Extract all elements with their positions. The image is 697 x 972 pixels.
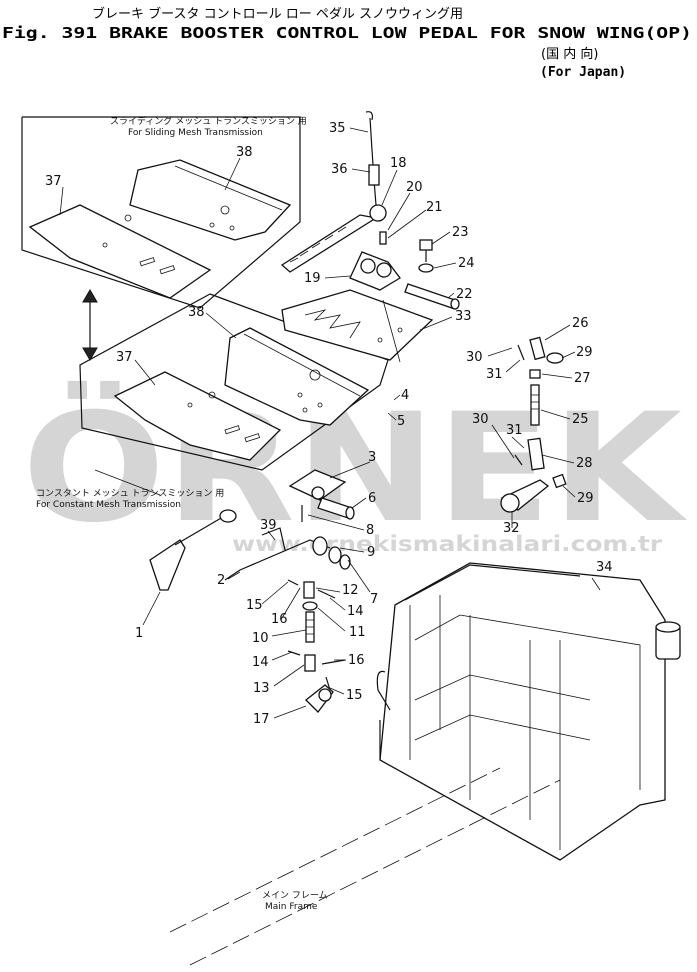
callout-34: 34 [596, 560, 613, 575]
callout-14-bottom: 14 [252, 655, 269, 670]
title-region-jp: (国 内 向) [541, 46, 598, 62]
note-constant-jp: コンスタント メッシュ トランスミッション 用 [36, 488, 224, 499]
callout-3: 3 [368, 450, 376, 465]
callout-21: 21 [426, 200, 443, 215]
callout-20: 20 [406, 180, 423, 195]
callout-38-top: 38 [236, 145, 253, 160]
title-jp: ブレーキ ブースタ コントロール ロー ペダル スノウウィング用 [92, 6, 463, 22]
callout-35: 35 [329, 121, 346, 136]
callout-36: 36 [331, 162, 348, 177]
callout-16-top: 16 [271, 612, 288, 627]
callout-8: 8 [366, 523, 374, 538]
callouts: 35 36 18 20 21 23 24 19 22 33 38 37 38 3… [45, 121, 613, 727]
callout-31-bottom: 31 [506, 423, 523, 438]
note-frame-jp: メイン フレーム [262, 890, 328, 901]
callout-18: 18 [390, 156, 407, 171]
callout-14-top: 14 [347, 604, 364, 619]
callout-26: 26 [572, 316, 589, 331]
callout-27: 27 [574, 371, 591, 386]
callout-29-bottom: 29 [577, 491, 594, 506]
callout-33: 33 [455, 309, 472, 324]
callout-19: 19 [304, 271, 321, 286]
leader-lines [59, 127, 601, 719]
note-sliding-en: For Sliding Mesh Transmission [128, 128, 263, 138]
callout-25: 25 [572, 412, 589, 427]
callout-7: 7 [370, 592, 378, 607]
callout-17: 17 [253, 712, 270, 727]
right-linkage [500, 336, 567, 513]
callout-39: 39 [260, 518, 277, 533]
callout-16-bottom: 16 [348, 653, 365, 668]
callout-1: 1 [135, 626, 143, 641]
upper-linkage [280, 111, 460, 363]
callout-12: 12 [342, 583, 359, 598]
callout-4: 4 [401, 388, 409, 403]
callout-38-bottom: 38 [188, 305, 205, 320]
callout-22: 22 [456, 287, 473, 302]
inset-constant-mesh: コンスタント メッシュ トランスミッション 用 For Constant Mes… [36, 293, 389, 510]
callout-2: 2 [217, 573, 225, 588]
callout-15-top: 15 [246, 598, 263, 613]
box-34 [376, 562, 681, 861]
callout-37-bottom: 37 [116, 350, 133, 365]
note-frame-en: Main Frame [265, 902, 318, 912]
callout-9: 9 [367, 545, 375, 560]
callout-32: 32 [503, 521, 520, 536]
title-region-en: (For Japan) [540, 65, 626, 80]
callout-30-top: 30 [466, 350, 483, 365]
watermark-url: www.ornekismakinalari.com.tr [232, 532, 663, 556]
callout-11: 11 [349, 625, 366, 640]
pedal-linkage [149, 469, 355, 713]
inset-sliding-mesh: スライディング メッシュ トランスミッション 用 For Sliding Mes… [21, 115, 307, 309]
title-en: Fig. 391 BRAKE BOOSTER CONTROL LOW PEDAL… [2, 24, 692, 42]
note-constant-en: For Constant Mesh Transmission [36, 500, 181, 510]
callout-37-top: 37 [45, 174, 62, 189]
callout-28: 28 [576, 456, 593, 471]
callout-24: 24 [458, 256, 475, 271]
double-arrow [82, 289, 98, 361]
main-frame: メイン フレーム Main Frame [169, 767, 561, 966]
callout-6: 6 [368, 491, 376, 506]
callout-29-top: 29 [576, 345, 593, 360]
callout-23: 23 [452, 225, 469, 240]
callout-5: 5 [397, 414, 405, 429]
callout-31-top: 31 [486, 367, 503, 382]
callout-30-bottom: 30 [472, 412, 489, 427]
note-sliding-jp: スライディング メッシュ トランスミッション 用 [110, 115, 307, 127]
callout-13: 13 [253, 681, 270, 696]
callout-10: 10 [252, 631, 269, 646]
callout-15-bottom: 15 [346, 688, 363, 703]
